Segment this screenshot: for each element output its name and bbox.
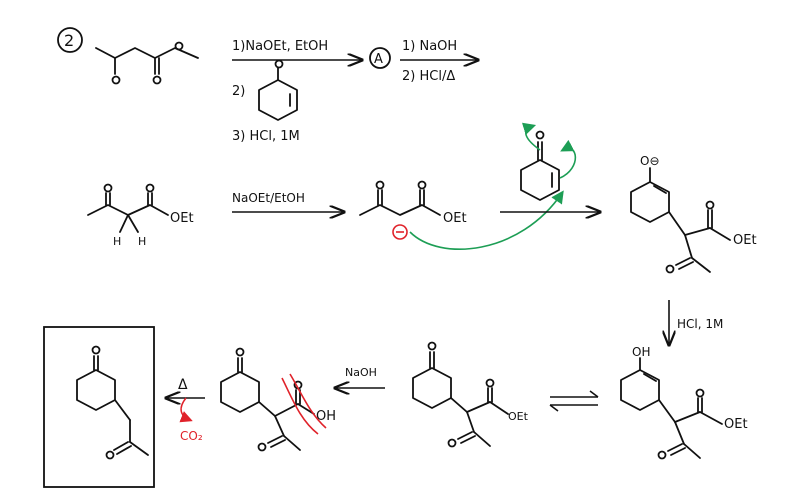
alpha-h-label-1: H <box>113 235 121 248</box>
tautomer-equilibrium-arrows <box>549 390 599 412</box>
enolate-structure <box>359 180 441 216</box>
step1-reagent-2: 2) <box>232 84 245 99</box>
ketone-o-atom-acid <box>257 442 267 452</box>
acid-oh-label: OH <box>316 409 336 424</box>
cyclohexenone-reagent-structure <box>258 59 298 121</box>
protonation-reagent: HCl, 1M <box>677 317 723 331</box>
intermediate-a-circle <box>369 47 391 69</box>
oet-label-enolate: OEt <box>443 211 467 226</box>
step2-reagent-2: 2) HCl/Δ <box>402 69 455 84</box>
keto-ester-structure <box>412 341 509 447</box>
electron-push-arrow-1 <box>559 139 577 179</box>
final-ketone-o-atom <box>105 450 115 460</box>
intermediate-a-text: A <box>374 52 383 67</box>
enol-structure <box>620 357 723 459</box>
nucleophilic-attack-arrow <box>409 190 564 250</box>
ketone-o-atom-adduct <box>665 264 675 274</box>
saponification-reagent: NaOH <box>345 366 377 379</box>
oet-label-keto: OEt <box>508 410 529 423</box>
decarboxylation-cut-line-2 <box>289 373 327 429</box>
alkoxide-label: O⊖ <box>640 154 660 168</box>
co2-loss-arrow <box>179 397 193 423</box>
oet-label-adduct: OEt <box>733 233 757 248</box>
ethyl-acetoacetate-structure <box>87 183 169 233</box>
oet-label-start: OEt <box>170 211 194 226</box>
step1-reagent-3: 3) HCl, 1M <box>232 129 300 144</box>
enol-oh-label: OH <box>632 345 650 359</box>
problem-number-text: 2 <box>64 31 74 50</box>
co2-label: CO₂ <box>180 429 203 443</box>
oet-label-enol: OEt <box>724 417 748 432</box>
cyclohexenone-acceptor-structure <box>520 130 560 201</box>
final-product-box <box>43 326 155 488</box>
carbanion-charge <box>392 224 408 240</box>
final-product-structure <box>76 345 149 456</box>
keto-acid-structure <box>220 347 315 451</box>
heat-symbol: Δ <box>178 377 188 393</box>
problem-number: 2 <box>57 27 83 53</box>
problem-number-circle <box>57 27 83 53</box>
deprotonation-reagent: NaOEt/EtOH <box>232 191 305 205</box>
methyl-acetoacetate-structure <box>95 41 199 85</box>
intermediate-a-label: A <box>369 47 391 69</box>
step2-reagent-1: 1) NaOH <box>402 39 457 54</box>
ketone-o-atom-keto <box>447 438 457 448</box>
decarboxylation-cut-line-1 <box>281 377 319 435</box>
alpha-h-label-2: H <box>138 235 146 248</box>
step1-reagent-1: 1)NaOEt, EtOH <box>232 39 328 54</box>
ketone-o-atom-enol <box>657 450 667 460</box>
electron-push-arrow-2 <box>521 122 541 151</box>
enolate-adduct-structure <box>630 167 731 273</box>
